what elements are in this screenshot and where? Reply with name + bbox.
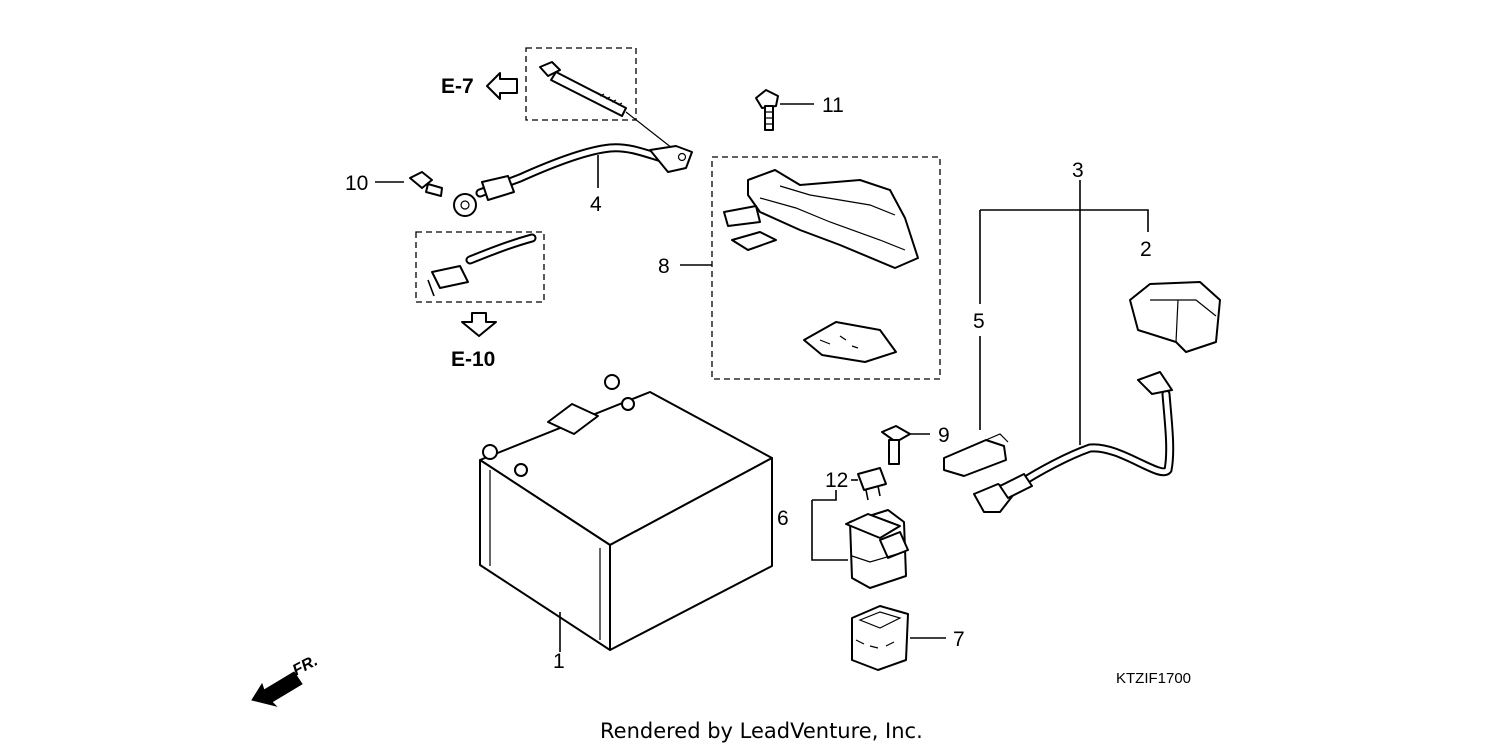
e10-cable-group bbox=[415, 231, 545, 303]
part-6-relay[interactable] bbox=[845, 509, 909, 589]
front-direction-indicator: FR. bbox=[251, 652, 321, 707]
ref-e7-label: E-7 bbox=[441, 75, 474, 98]
part-2-terminal-cover[interactable] bbox=[1129, 281, 1221, 353]
part-3-positive-cable[interactable] bbox=[973, 371, 1175, 513]
callout-5: 5 bbox=[973, 310, 985, 333]
part-12-fuse[interactable] bbox=[857, 467, 887, 501]
callout-10: 10 bbox=[345, 172, 368, 195]
part-8-box bbox=[711, 156, 941, 380]
ref-e10[interactable]: E-10 bbox=[451, 312, 497, 371]
diagram-code: KTZIF1700 bbox=[1116, 670, 1191, 687]
part-11-screw[interactable] bbox=[755, 89, 779, 131]
callout-2: 2 bbox=[1140, 238, 1152, 261]
part-1-battery[interactable] bbox=[479, 374, 773, 651]
bolt-icon bbox=[539, 61, 627, 117]
part-7-relay-cover[interactable] bbox=[851, 605, 909, 671]
dashed-box-e7 bbox=[525, 47, 637, 121]
dashed-box-e10 bbox=[415, 231, 545, 303]
part-9-bolt[interactable] bbox=[881, 425, 911, 465]
direction-arrow-icon bbox=[251, 671, 303, 707]
part-8-bracket-set[interactable] bbox=[723, 169, 919, 363]
part-5-terminal-cap[interactable] bbox=[943, 433, 1009, 477]
part-10-bolt[interactable] bbox=[409, 171, 443, 197]
e7-bolt-group bbox=[525, 47, 673, 149]
callout-9: 9 bbox=[938, 424, 950, 447]
callout-4: 4 bbox=[590, 193, 602, 216]
ref-e7[interactable]: E-7 bbox=[441, 72, 518, 100]
leader-2-5 bbox=[979, 209, 1149, 430]
callout-7: 7 bbox=[953, 628, 965, 651]
callout-8: 8 bbox=[658, 255, 670, 278]
callout-12: 12 bbox=[825, 469, 848, 492]
credit-text: Rendered by LeadVenture, Inc. bbox=[600, 719, 923, 743]
callout-1: 1 bbox=[553, 650, 565, 673]
left-arrow-icon bbox=[486, 72, 518, 100]
callout-11: 11 bbox=[822, 94, 844, 117]
callout-6: 6 bbox=[777, 507, 789, 530]
part-4-cable[interactable] bbox=[453, 143, 693, 217]
ref-e10-label: E-10 bbox=[451, 348, 495, 371]
callout-3: 3 bbox=[1072, 159, 1084, 182]
down-arrow-icon bbox=[461, 312, 497, 337]
